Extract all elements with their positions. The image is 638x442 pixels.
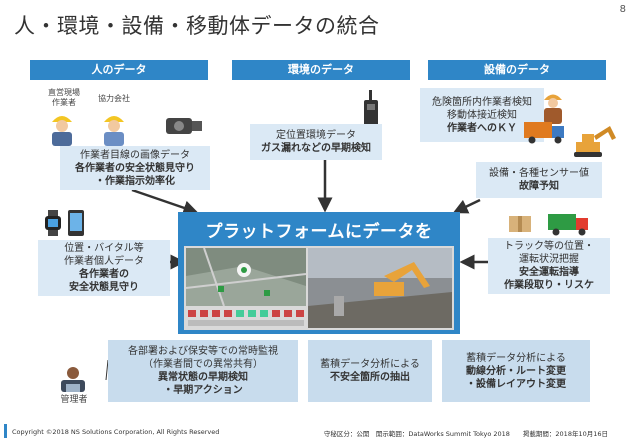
box-vital-line1: 位置・バイタル等	[64, 243, 144, 254]
box-danger-zone-line2: 移動体接近検知	[447, 109, 517, 121]
worker-icon	[52, 116, 72, 146]
box-analysis-route-line1: 蓄積データ分析による	[466, 352, 566, 364]
manager-label: 管理者	[60, 395, 88, 405]
category-equipment: 設備のデータ	[428, 60, 606, 80]
box-environment: 定位置環境データ ガス漏れなどの早期検知	[250, 124, 382, 160]
box-equipment-sensor-line2: 故障予知	[519, 181, 559, 192]
box-danger-zone-line1: 危険箇所内作業者検知	[432, 96, 532, 108]
box-worker-image: 作業者目線の画像データ 各作業者の安全状態見守り ・作業指示効率化	[60, 146, 210, 190]
footer-accent-bar	[4, 424, 7, 438]
box-analysis-unsafe-line2: 不安全箇所の抽出	[330, 372, 410, 383]
box-vital-line3: 各作業者の	[79, 269, 129, 280]
box-vital-line2: 作業者個人データ	[64, 256, 144, 267]
box-truck: トラック等の位置・ 運転状況把握 安全運転指導 作業段取り・リスケ	[488, 238, 610, 294]
footer-meta: 守秘区分：公開 開示範囲：DataWorks Summit Tokyo 2018…	[323, 430, 608, 438]
page-number: 8	[619, 4, 626, 15]
box-truck-line1: トラック等の位置・	[504, 241, 594, 252]
truck-icon	[524, 122, 564, 144]
box-danger-zone: 危険箇所内作業者検知 移動体接近検知 作業者へのＫＹ	[420, 88, 544, 142]
box-worker-image-line1: 作業者目線の画像データ	[80, 149, 190, 161]
worker-label-partner: 協力会社	[98, 94, 130, 103]
dashboard-image	[184, 246, 454, 330]
smartwatch-icon	[45, 210, 61, 236]
platform-screenshot	[184, 246, 454, 330]
worker-icon	[104, 116, 124, 146]
box-monitoring: 各部署および保安等での常時監視 （作業者間での異常共有） 異常状態の早期検知 ・…	[108, 340, 298, 402]
camera-icon	[166, 118, 202, 134]
worker-icon	[544, 94, 562, 124]
box-worker-image-line2: 各作業者の安全状態見守り	[75, 162, 195, 174]
box-monitoring-line1: 各部署および保安等での常時監視	[128, 346, 278, 357]
box-equipment-sensor: 設備・各種センサー値 故障予知	[476, 162, 602, 198]
category-environment: 環境のデータ	[232, 60, 410, 80]
box-analysis-route-line3: ・設備レイアウト変更	[466, 378, 566, 390]
footer: Copyright ©2018 NS Solutions Corporation…	[0, 422, 638, 442]
box-vital-line4: 安全状態見守り	[69, 282, 139, 293]
box-monitoring-line3: 異常状態の早期検知	[158, 372, 248, 383]
box-environment-line1: 定位置環境データ	[276, 130, 356, 141]
arrow-people-top	[131, 188, 199, 216]
box-equipment-sensor-line1: 設備・各種センサー値	[489, 168, 589, 179]
worker-label-site: 直営現場 作業者	[48, 88, 80, 107]
box-truck-line3: 安全運転指導	[519, 267, 579, 278]
box-analysis-route-line2: 動線分析・ルート変更	[466, 365, 566, 377]
platform-panel: プラットフォームにデータを	[178, 212, 460, 334]
box-analysis-unsafe-line1: 蓄積データ分析による	[320, 359, 420, 370]
truck-icon	[548, 214, 588, 236]
platform-title: プラットフォームにデータを	[205, 222, 433, 242]
box-monitoring-line4: ・早期アクション	[163, 385, 243, 396]
box-truck-line4: 作業段取り・リスケ	[504, 280, 594, 291]
footer-copyright: Copyright ©2018 NS Solutions Corporation…	[12, 428, 220, 436]
page-title: 人・環境・設備・移動体データの統合	[14, 14, 380, 38]
box-danger-zone-line3: 作業者へのＫＹ	[447, 122, 517, 134]
excavator-icon	[574, 126, 616, 157]
radio-icon	[364, 90, 378, 128]
arrow-equipment-top	[452, 198, 481, 214]
box-monitoring-line2: （作業者間での異常共有）	[143, 359, 263, 370]
box-truck-line2: 運転状況把握	[519, 254, 579, 265]
category-people: 人のデータ	[30, 60, 208, 80]
box-icon	[509, 216, 531, 232]
box-analysis-unsafe: 蓄積データ分析による 不安全箇所の抽出	[308, 340, 432, 402]
manager-icon	[61, 367, 85, 392]
box-vital: 位置・バイタル等 作業者個人データ 各作業者の 安全状態見守り	[38, 240, 170, 296]
box-worker-image-line3: ・作業指示効率化	[95, 175, 175, 187]
smartphone-icon	[68, 210, 84, 236]
box-environment-line2: ガス漏れなどの早期検知	[261, 143, 371, 154]
box-analysis-route: 蓄積データ分析による 動線分析・ルート変更 ・設備レイアウト変更	[442, 340, 590, 402]
line-manager	[105, 359, 109, 381]
